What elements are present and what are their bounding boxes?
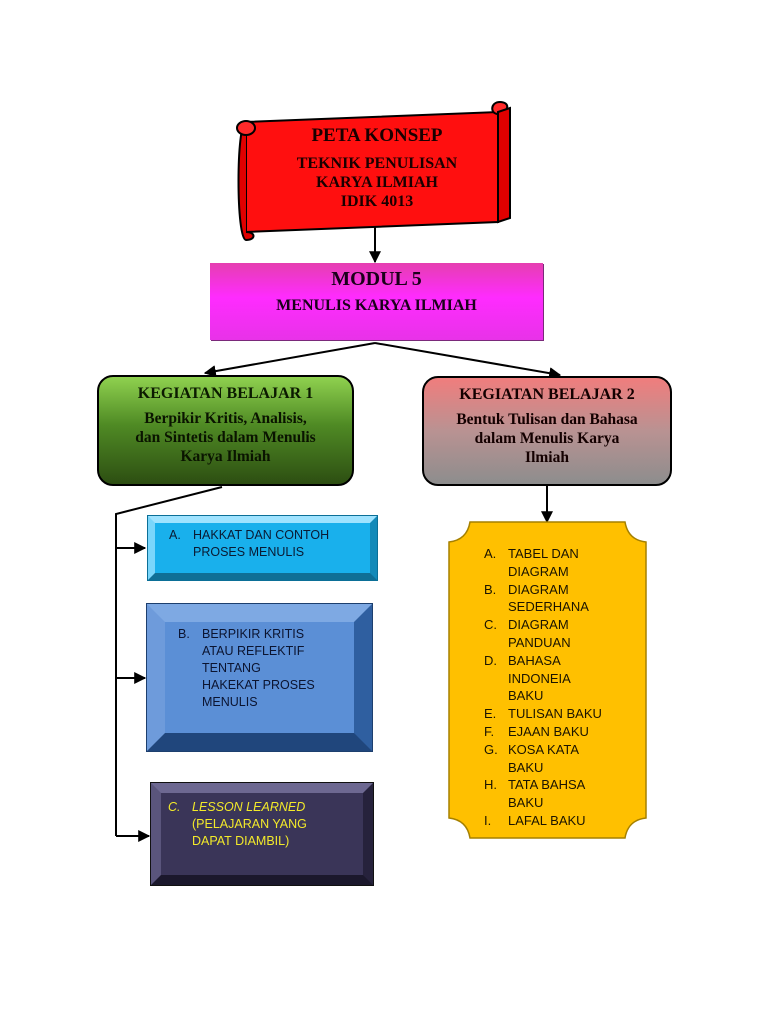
kegiatan-belajar-1-box: KEGIATAN BELAJAR 1 Berpikir Kritis, Anal… xyxy=(97,375,354,486)
yellow-plaque-shape xyxy=(448,521,647,839)
item-text: TULISAN BAKU xyxy=(508,706,602,722)
kb1-item-c-title: C. LESSON LEARNED xyxy=(168,800,306,814)
item-marker: F. xyxy=(484,723,495,739)
kb2-title: KEGIATAN BELAJAR 2 xyxy=(459,386,635,403)
item-marker: H. xyxy=(484,777,497,793)
arrow-modul-to-kb2 xyxy=(374,342,562,380)
course-name: TEKNIK PENULISAN KARYA ILMIAH IDIK 4013 xyxy=(296,155,458,210)
kb2-list-item: F. EJAAN BAKU xyxy=(484,723,634,741)
item-marker: E. xyxy=(484,706,497,722)
item-marker: I. xyxy=(484,812,492,828)
kb1-title: KEGIATAN BELAJAR 1 xyxy=(137,385,314,402)
scroll-banner: PETA KONSEP TEKNIK PENULISAN KARYA ILMIA… xyxy=(262,124,492,211)
kb1-item-b-box: B. BERPIKIR KRITIS ATAU REFLEKTIF TENTAN… xyxy=(146,603,373,752)
kb1-item-c-description: (PELAJARAN YANG DAPAT DIAMBIL) xyxy=(192,817,307,848)
item-marker: D. xyxy=(484,652,497,668)
concept-map-title: PETA KONSEP xyxy=(311,125,443,146)
kb2-list-item: E. TULISAN BAKU xyxy=(484,705,634,723)
item-marker: B. xyxy=(484,581,497,597)
kegiatan-belajar-2-box: KEGIATAN BELAJAR 2 Bentuk Tulisan dan Ba… xyxy=(422,376,672,486)
modul-title: MODUL 5 xyxy=(331,268,422,290)
item-marker: C. xyxy=(168,800,181,814)
arrow-modul-to-kb1 xyxy=(203,342,376,378)
kb1-bracket-connector xyxy=(115,486,223,842)
kb1-item-b: B. BERPIKIR KRITIS ATAU REFLEKTIF TENTAN… xyxy=(178,627,315,709)
kb2-description: Bentuk Tulisan dan Bahasa dalam Menulis … xyxy=(456,411,638,466)
kb1-item-c-box: C. LESSON LEARNED (PELAJARAN YANG DAPAT … xyxy=(150,782,374,886)
item-text: LAFAL BAKU xyxy=(508,812,586,828)
kb2-list-item: I. LAFAL BAKU xyxy=(484,812,634,830)
item-marker: C. xyxy=(484,617,497,633)
modul-subtitle: MENULIS KARYA ILMIAH xyxy=(276,297,477,314)
kb1-item-a: A. HAKKAT DAN CONTOH PROSES MENULIS xyxy=(169,528,330,559)
kb1-description: Berpikir Kritis, Analisis, dan Sintetis … xyxy=(135,410,316,465)
item-text: EJAAN BAKU xyxy=(508,723,589,739)
modul-box: MODUL 5 MENULIS KARYA ILMIAH xyxy=(210,263,543,340)
item-marker: G. xyxy=(484,741,498,757)
kb1-item-a-box: A. HAKKAT DAN CONTOH PROSES MENULIS xyxy=(147,515,378,581)
item-marker: A. xyxy=(169,528,181,542)
scroll-banner-shape xyxy=(236,100,511,242)
item-marker: A. xyxy=(484,546,497,561)
item-marker: B. xyxy=(178,627,190,641)
